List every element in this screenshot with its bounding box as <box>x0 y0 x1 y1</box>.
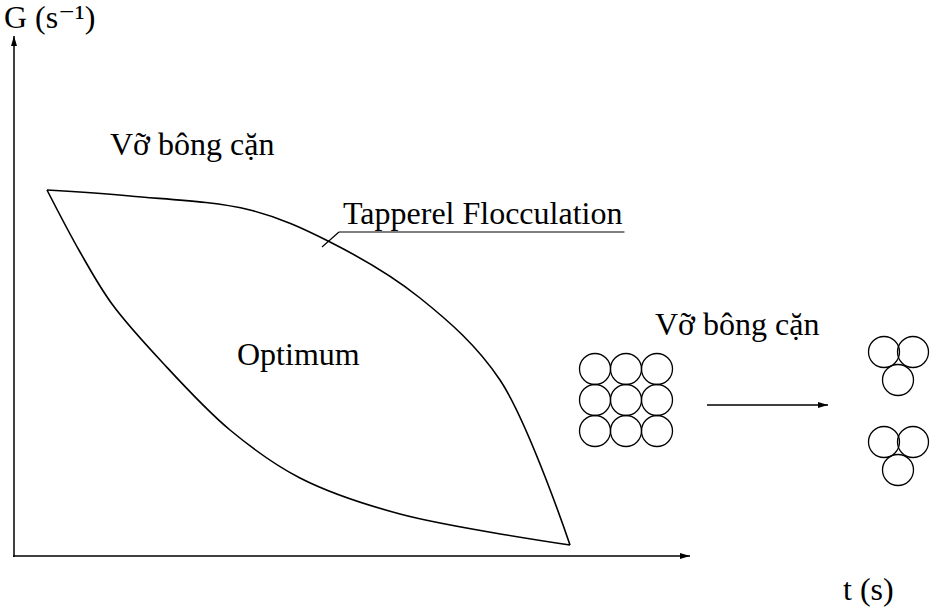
x-axis <box>13 555 690 557</box>
lower-curve <box>47 190 570 545</box>
region-label: Optimum <box>237 338 360 370</box>
floc-cluster <box>580 354 673 447</box>
axis-label: G (s⁻¹) <box>4 1 95 33</box>
curve-label: Tapperel Flocculation <box>343 197 622 229</box>
process-label: Vỡ bông cặn <box>655 308 819 340</box>
callout-underline <box>339 231 624 232</box>
callout-leader <box>322 232 624 247</box>
tapered-curve <box>47 190 570 545</box>
break-arrow <box>707 404 828 405</box>
y-axis <box>13 36 15 557</box>
axis-label: t (s) <box>843 573 894 605</box>
zone-label: Vỡ bông cặn <box>110 128 274 160</box>
broken-flocs <box>869 337 929 486</box>
optimum-region: Optimum <box>40 180 580 552</box>
